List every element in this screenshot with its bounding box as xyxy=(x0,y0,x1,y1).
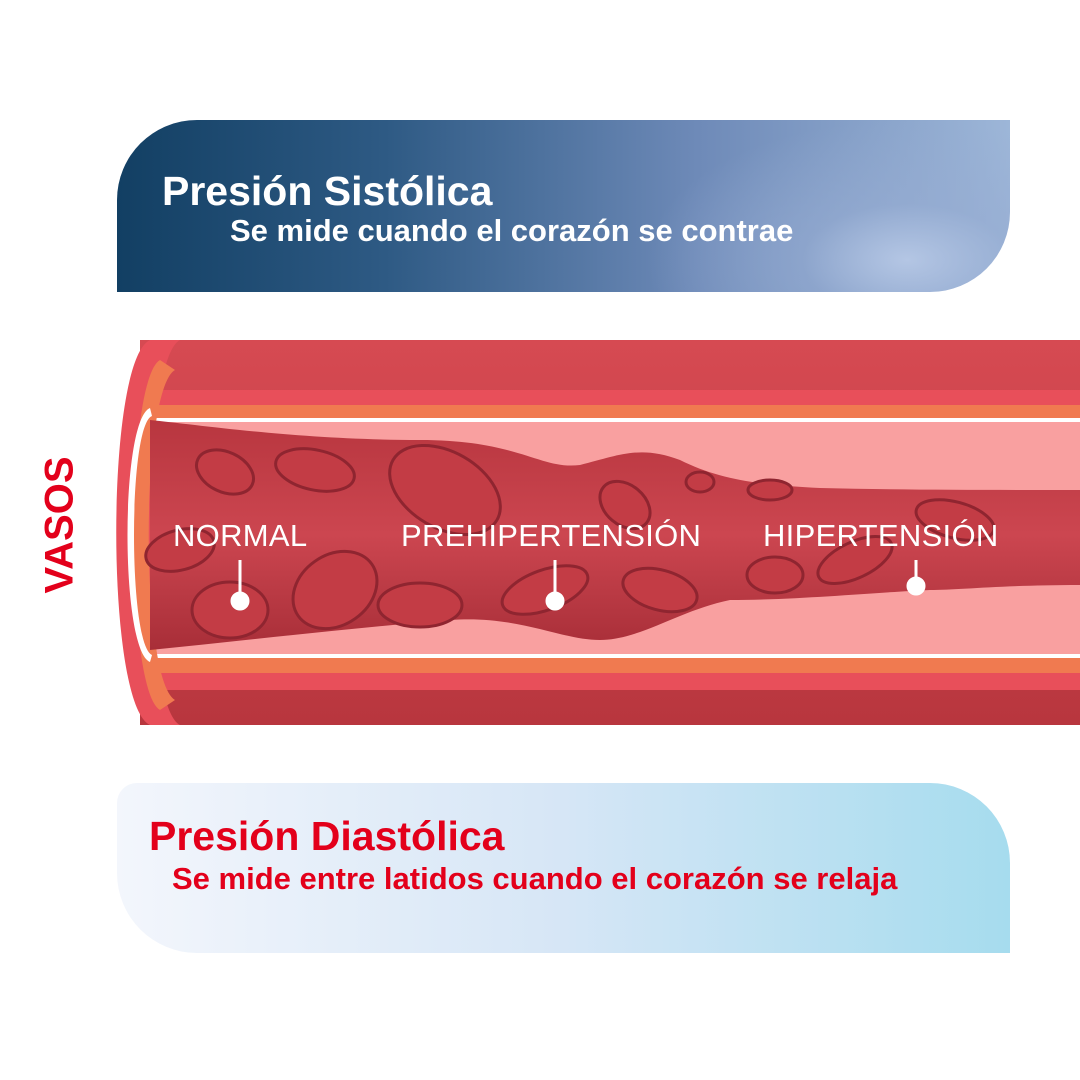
hypertension-pin-dot xyxy=(906,576,926,596)
diastolic-title: Presión Diastólica xyxy=(149,813,505,859)
systolic-title: Presión Sistólica xyxy=(162,168,493,214)
red-blood-cells xyxy=(144,443,996,640)
systolic-banner: Presión Sistólica Se mide cuando el cora… xyxy=(117,120,1010,292)
stage-label-normal: NORMAL xyxy=(173,518,308,553)
prehypertension-pin-dot xyxy=(545,591,565,611)
stage-label-hypertension: HIPERTENSIÓN xyxy=(763,518,999,553)
blood-flow xyxy=(150,420,1080,650)
diastolic-subtitle: Se mide entre latidos cuando el corazón … xyxy=(172,861,898,896)
vessels-side-label: VASOS xyxy=(37,456,82,594)
normal-pin-dot xyxy=(230,591,250,611)
stage-label-prehypertension: PREHIPERTENSIÓN xyxy=(401,518,702,553)
systolic-subtitle: Se mide cuando el corazón se contrae xyxy=(230,213,794,248)
diastolic-banner: Presión Diastólica Se mide entre latidos… xyxy=(117,783,1010,953)
